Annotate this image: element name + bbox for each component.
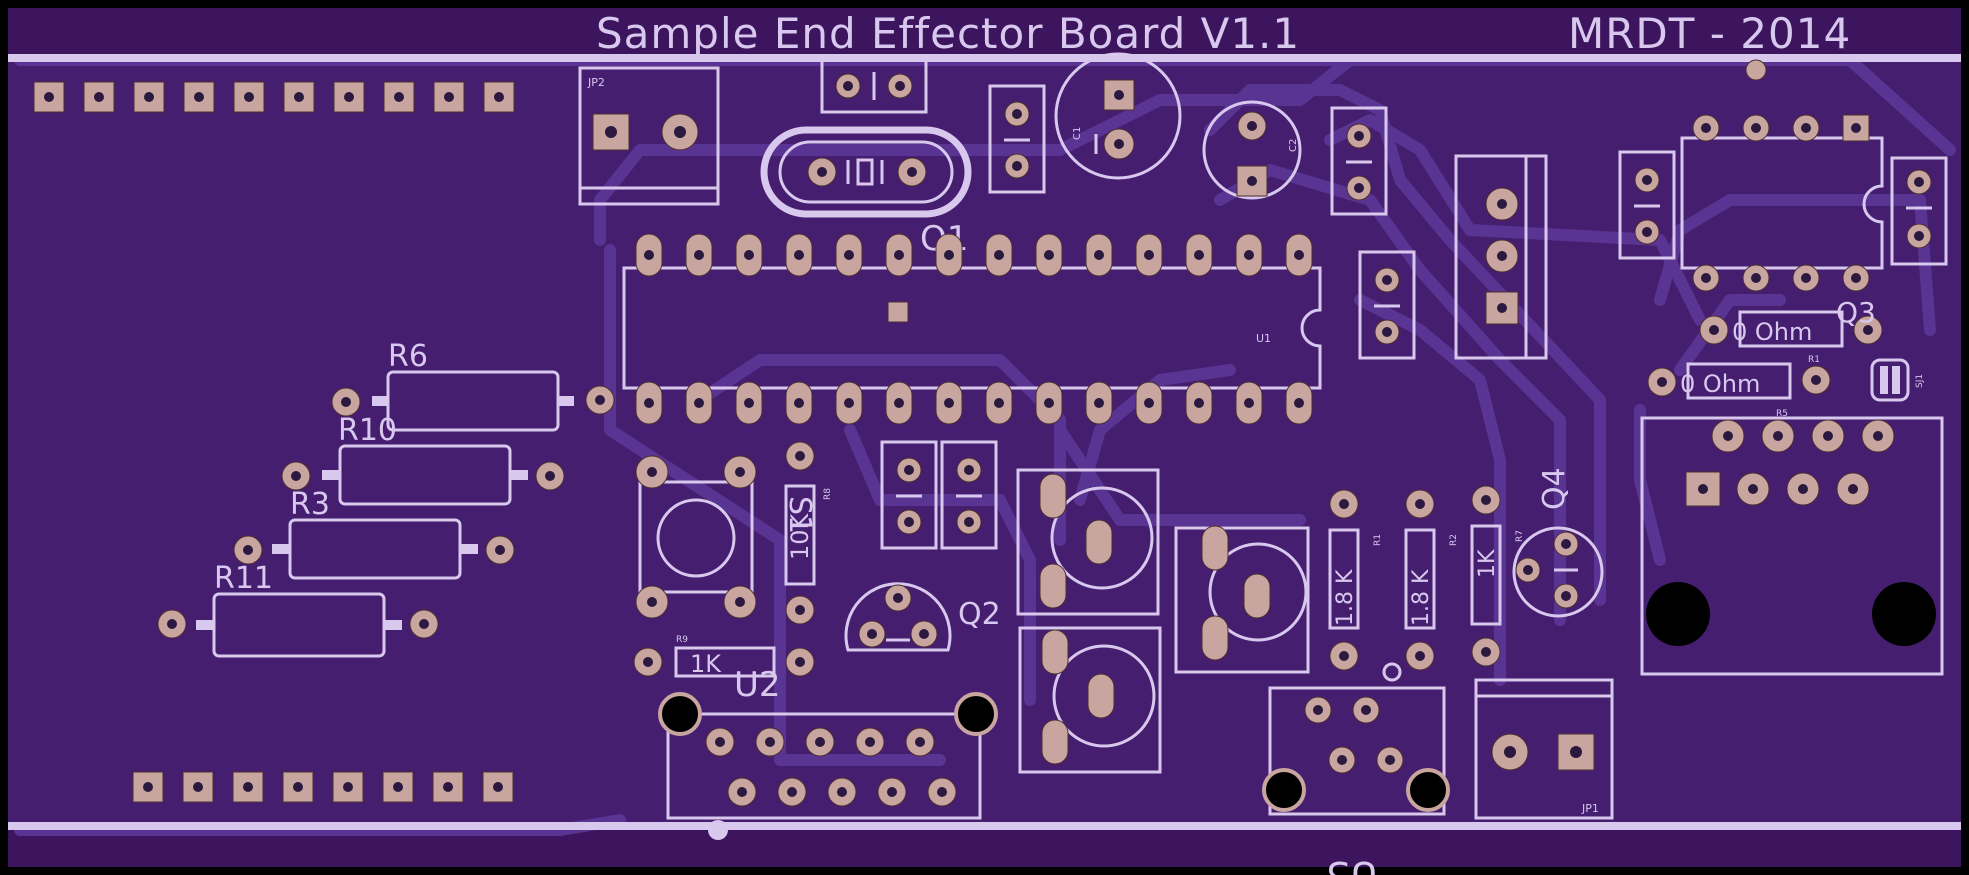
svg-text:1.8 K: 1.8 K <box>1333 569 1358 626</box>
svg-text:JP2: JP2 <box>587 76 605 89</box>
resistor-r11: R11 <box>157 561 439 658</box>
board-title: Sample End Effector Board V1.1 <box>596 9 1300 58</box>
svg-text:1.8 K: 1.8 K <box>1409 569 1434 626</box>
svg-text:1K: 1K <box>690 650 722 678</box>
svg-text:U3: U3 <box>1326 853 1378 875</box>
resistor-r1: 1.8 K R1 <box>1328 489 1383 671</box>
svg-text:R3: R3 <box>290 487 330 522</box>
resistor-0ohm-lower: 0 Ohm R1 R5 <box>1647 355 1831 419</box>
svg-text:R2: R2 <box>1449 534 1459 546</box>
connector-jp2: JP2 <box>578 66 720 206</box>
resistor-r8: 10K R8 <box>784 441 833 625</box>
svg-text:C1: C1 <box>1072 127 1083 140</box>
capacitor-vertical-7 <box>940 440 998 550</box>
svg-text:U2: U2 <box>734 665 781 705</box>
capacitor-vertical-5 <box>1890 156 1948 266</box>
svg-text:10K: 10K <box>786 512 814 560</box>
svg-text:R10: R10 <box>338 413 397 448</box>
top-silk-line <box>8 54 1961 62</box>
resistor-0ohm-top: 0 Ohm Q3 <box>1699 296 1883 348</box>
transistor-q4: Q4 <box>1512 467 1604 618</box>
traces <box>14 54 1956 836</box>
rj-connector <box>1640 416 1944 676</box>
header-top-left <box>33 81 515 113</box>
capacitor-vertical-4 <box>1618 150 1676 260</box>
svg-text:R1: R1 <box>1808 355 1820 365</box>
fiducial-bottom <box>708 820 728 840</box>
regulator-3pin <box>1454 154 1548 360</box>
solder-jumper-sj1: SJ1 <box>1870 358 1925 402</box>
svg-text:R5: R5 <box>1776 409 1788 419</box>
capacitor-vertical-3 <box>1358 250 1416 360</box>
svg-text:0 Ohm: 0 Ohm <box>1680 370 1760 398</box>
svg-text:Q2: Q2 <box>958 597 1001 632</box>
capacitor-vertical-1 <box>988 84 1046 194</box>
svg-text:R9: R9 <box>676 635 688 645</box>
switch-s1: S1 <box>635 455 817 619</box>
resistor-r7: 1K R7 <box>1470 485 1525 667</box>
ic-u1: U1 <box>622 233 1322 425</box>
svg-text:Q3: Q3 <box>1836 296 1876 329</box>
svg-text:Q4: Q4 <box>1537 467 1572 510</box>
svg-text:R8: R8 <box>823 488 833 500</box>
capacitor-top-small <box>820 58 928 114</box>
svg-text:1K: 1K <box>1475 549 1500 578</box>
svg-text:R1: R1 <box>1373 534 1383 546</box>
resistor-r3: R3 <box>233 487 515 580</box>
connector-u2-db9: U2 <box>658 665 998 820</box>
resistor-r2: 1.8 K R2 <box>1404 489 1459 671</box>
svg-text:R7: R7 <box>1515 530 1525 542</box>
svg-text:S1: S1 <box>782 496 817 534</box>
potentiometer-2 <box>1018 626 1162 774</box>
connector-u3: U3 <box>1262 662 1450 875</box>
capacitor-c1: C1 <box>1054 52 1182 180</box>
potentiometer-3 <box>1174 525 1310 674</box>
capacitor-vertical-2 <box>1330 106 1388 216</box>
connector-jp1: JP1 <box>1474 678 1614 820</box>
transistor-q2: Q2 <box>844 582 1001 652</box>
svg-text:SJ1: SJ1 <box>1915 374 1925 388</box>
svg-text:JP1: JP1 <box>1581 802 1599 815</box>
svg-text:R11: R11 <box>214 561 273 596</box>
svg-text:R6: R6 <box>388 339 428 374</box>
capacitor-vertical-6 <box>880 440 938 550</box>
bottom-silk-line <box>8 822 1961 830</box>
header-bottom-left <box>132 771 514 803</box>
ic-dip8 <box>1680 114 1884 292</box>
svg-text:U1: U1 <box>1256 332 1271 345</box>
svg-text:0 Ohm: 0 Ohm <box>1732 318 1812 346</box>
resistor-r10: R10 <box>281 413 565 506</box>
potentiometer-1 <box>1016 468 1160 616</box>
resistor-r6: R6 <box>331 339 615 432</box>
capacitor-c2: C2 <box>1202 100 1302 200</box>
board-team-year: MRDT - 2014 <box>1568 9 1851 58</box>
svg-text:C2: C2 <box>1288 139 1299 152</box>
via-top-right <box>1745 59 1767 81</box>
resistor-r9: 1K R9 <box>633 635 815 678</box>
